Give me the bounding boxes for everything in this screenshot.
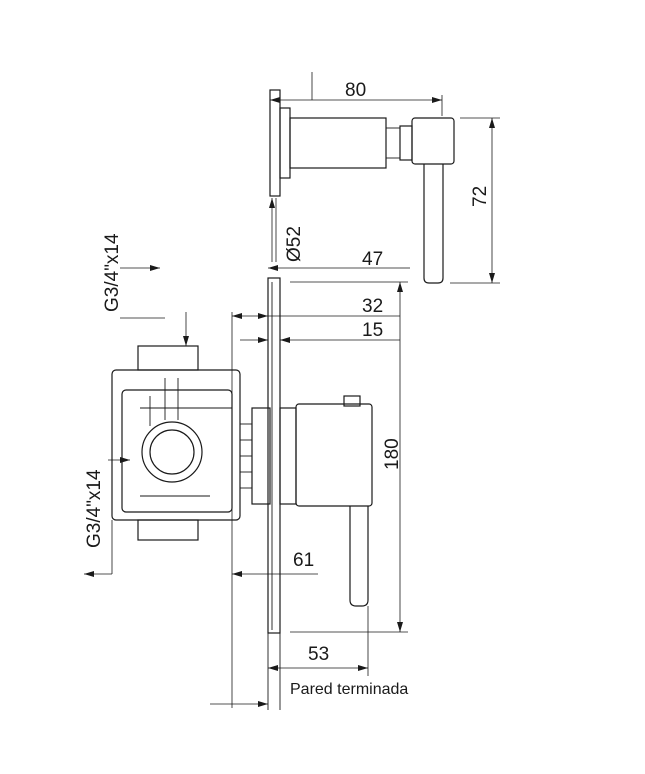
dim-label-61: 61 bbox=[293, 550, 314, 571]
dim-label-80: 80 bbox=[345, 80, 366, 101]
dim-label-72: 72 bbox=[470, 186, 491, 207]
dim-label-15: 15 bbox=[362, 320, 383, 341]
dim-label-180: 180 bbox=[382, 438, 403, 470]
side-lever bbox=[349, 506, 369, 607]
top-collar bbox=[399, 125, 413, 161]
top-flange bbox=[279, 107, 291, 179]
top-wall-plate bbox=[269, 89, 281, 197]
top-lever bbox=[423, 164, 444, 284]
dim-label-diameter-52: Ø52 bbox=[284, 226, 305, 262]
dim-label-32: 32 bbox=[362, 296, 383, 317]
side-port-inner bbox=[149, 429, 195, 475]
bottom-inlet bbox=[137, 519, 199, 541]
bonnet bbox=[251, 407, 271, 505]
handle-hub bbox=[295, 403, 373, 507]
handle-cap bbox=[343, 395, 361, 407]
top-connection-label: G3/4"x14 bbox=[102, 233, 123, 312]
side-connection-label: G3/4"x14 bbox=[84, 469, 105, 548]
side-port-outer bbox=[141, 421, 203, 483]
top-handle-hub bbox=[411, 117, 455, 165]
top-body bbox=[289, 117, 387, 169]
dim-label-53: 53 bbox=[308, 644, 329, 665]
finished-wall-label: Pared terminada bbox=[290, 681, 408, 698]
side-view bbox=[84, 265, 410, 710]
top-view bbox=[269, 72, 500, 284]
top-inlet bbox=[137, 345, 199, 371]
valve-body bbox=[111, 369, 241, 521]
escutcheon-hub bbox=[279, 407, 297, 505]
dim-label-47: 47 bbox=[362, 249, 383, 270]
